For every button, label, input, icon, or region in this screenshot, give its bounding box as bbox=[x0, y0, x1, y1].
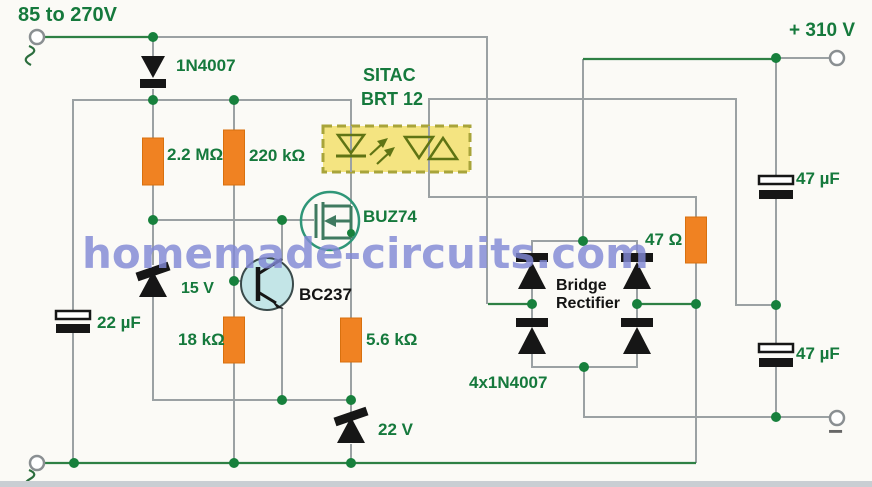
resistor-18k bbox=[223, 316, 245, 364]
label-zener-22v: 22 V bbox=[378, 420, 413, 439]
wire-node2-top bbox=[72, 99, 352, 311]
label-opto-name: SITAC bbox=[363, 65, 416, 85]
opto-highlight-box bbox=[321, 124, 472, 174]
label-mosfet: BUZ74 bbox=[363, 207, 417, 226]
label-input-voltage: 85 to 270V bbox=[18, 4, 117, 26]
zener-15v bbox=[135, 261, 171, 297]
label-bridge-line1: Bridge bbox=[556, 277, 607, 294]
label-r-18k: 18 kΩ bbox=[178, 330, 225, 349]
label-bridge-line2: Rectifier bbox=[556, 295, 621, 312]
resistors bbox=[142, 129, 707, 364]
label-bridge-diodes: 4x1N4007 bbox=[469, 373, 548, 392]
bottom-edge-strip bbox=[0, 481, 872, 487]
mosfet-buz74-symbol bbox=[299, 190, 361, 252]
label-r-5-6k: 5.6 kΩ bbox=[366, 330, 418, 349]
bridge-diode-bottom-right bbox=[621, 318, 653, 354]
diode-1n4007 bbox=[140, 56, 166, 88]
transistor-bc237-symbol bbox=[240, 257, 294, 311]
emitter-arrow bbox=[271, 300, 284, 309]
ac-wave-icon-top bbox=[24, 44, 36, 66]
watermark: homemade-circuits.com bbox=[82, 229, 649, 278]
resistor-47r bbox=[685, 216, 707, 264]
bridge-diode-top-left bbox=[516, 253, 548, 289]
junction-dots bbox=[69, 32, 781, 468]
label-zener-15v: 15 V bbox=[181, 280, 214, 297]
label-1n4007: 1N4007 bbox=[176, 56, 236, 75]
optocoupler-sitac-brt12 bbox=[321, 124, 472, 174]
mosfet-body-arrow bbox=[324, 215, 336, 227]
opto-led-icon bbox=[335, 133, 367, 156]
label-output-negative: − bbox=[828, 416, 844, 446]
capacitor-47uf-bottom bbox=[757, 342, 795, 367]
label-r-2-2m: 2.2 MΩ bbox=[167, 145, 224, 164]
ac-input-terminal-bottom bbox=[28, 454, 46, 472]
label-r-47: 47 Ω bbox=[645, 230, 683, 249]
label-r-220k: 220 kΩ bbox=[249, 146, 306, 165]
label-cap-47uf-bottom: 47 µF bbox=[796, 344, 840, 363]
wires-green bbox=[44, 35, 776, 465]
output-terminal-negative bbox=[828, 409, 846, 427]
wire-triac-output bbox=[428, 98, 774, 306]
bridge-diode-top-right bbox=[621, 253, 653, 289]
ac-input-terminal-top bbox=[28, 28, 46, 46]
bridge-rectifier bbox=[516, 253, 653, 354]
label-output-voltage: + 310 V bbox=[789, 20, 856, 41]
label-cap-22uf: 22 µF bbox=[97, 313, 141, 332]
terminals bbox=[24, 28, 846, 487]
bridge-diode-bottom-left bbox=[516, 318, 548, 354]
resistor-220k bbox=[223, 129, 245, 186]
wire-ac-line1 bbox=[44, 36, 488, 304]
output-terminal-positive bbox=[828, 49, 846, 67]
resistor-2-2m bbox=[142, 137, 164, 186]
capacitor-22uf bbox=[54, 309, 92, 333]
resistor-5-6k bbox=[340, 317, 362, 363]
label-opto-model: BRT 12 bbox=[361, 89, 424, 109]
opto-triac-icon-right bbox=[426, 135, 460, 161]
label-cap-47uf-top: 47 µF bbox=[796, 169, 840, 188]
opto-triac-icon-left bbox=[402, 135, 436, 161]
wire-triac-to-47r bbox=[428, 172, 697, 217]
capacitor-47uf-top bbox=[757, 174, 795, 199]
label-transistor: BC237 bbox=[299, 285, 352, 304]
zener-22v bbox=[333, 406, 369, 443]
opto-internal-pins bbox=[350, 126, 430, 172]
wire-minus-rail bbox=[583, 367, 830, 418]
